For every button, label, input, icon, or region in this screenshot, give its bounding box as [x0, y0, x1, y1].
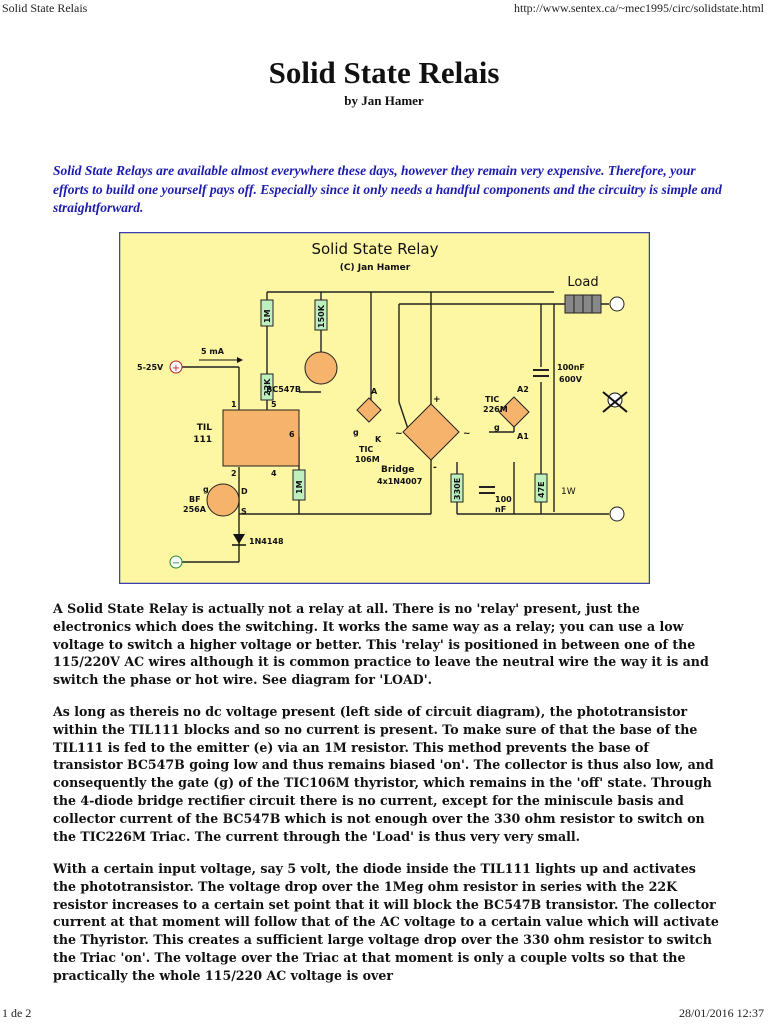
paragraph-2: As long as thereis no dc voltage present…: [53, 704, 714, 844]
tic226-g-label: g: [494, 423, 500, 432]
author-byline: by Jan Hamer: [344, 93, 424, 108]
r47-label: 47E: [537, 481, 546, 498]
header-url[interactable]: http://www.sentex.ca/~mec1995/circ/solid…: [514, 1, 764, 15]
r22k-label: 22K: [263, 378, 272, 396]
w1-label: 1W: [561, 487, 576, 497]
bf-num-label: 256A: [183, 505, 207, 514]
diode-label: 1N4148: [249, 537, 284, 546]
cap2-unit-label: nF: [495, 505, 506, 514]
tic226-num-label: 226M: [483, 405, 508, 414]
bridge-label: Bridge: [381, 465, 414, 475]
page-title: Solid State Relais: [268, 55, 500, 90]
tic226-name-label: TIC: [485, 395, 499, 404]
bridge-parts-label: 4x1N4007: [377, 477, 422, 486]
cap1-voltage-label: 600V: [559, 375, 583, 384]
diagram-subtitle: (C) Jan Hamer: [340, 263, 411, 273]
tic106-name-label: TIC: [359, 445, 373, 454]
tic106-k-label: K: [375, 435, 382, 444]
minus-terminal: −: [172, 558, 180, 569]
skull-crossbones-icon: [602, 391, 628, 413]
bridge-tilde-r: ~: [463, 429, 471, 439]
paragraph-1: A Solid State Relay is actually not a re…: [53, 601, 709, 688]
cap1-label: 100nF: [557, 363, 585, 372]
bf-d-label: D: [241, 487, 248, 496]
r1m-top-label: 1M: [263, 309, 272, 323]
bridge-tilde-l: ~: [395, 429, 403, 439]
til-label: TIL: [197, 423, 212, 433]
circuit-diagram: Solid State Relay (C) Jan Hamer: [119, 232, 650, 584]
til-pin2: 2: [231, 469, 237, 478]
tic106-a-label: A: [371, 387, 378, 396]
bf-s-label: S: [241, 507, 247, 516]
intro-paragraph: Solid State Relays are available almost …: [53, 163, 722, 215]
plus-terminal: +: [172, 363, 180, 374]
til-num-label: 111: [193, 435, 212, 445]
print-header: Solid State Relais http://www.sentex.ca/…: [0, 0, 768, 18]
r1m-bot-label: 1M: [295, 480, 304, 494]
tic106-g-label: g: [353, 428, 359, 437]
r150k-label: 150K: [317, 304, 326, 328]
til-pin6: 6: [289, 430, 295, 439]
bc547b-label: BC547B: [266, 385, 301, 394]
vin-label: 5-25V: [137, 363, 164, 372]
tic106-num-label: 106M: [355, 455, 380, 464]
diagram-title: Solid State Relay: [311, 240, 438, 258]
cap2-label: 100: [495, 495, 512, 504]
til-pin4: 4: [271, 469, 277, 478]
print-footer: 1 de 2 28/01/2016 12:37: [0, 1006, 768, 1024]
r330-label: 330E: [453, 478, 462, 500]
footer-page-count: 1 de 2: [2, 1006, 32, 1020]
til-pin5: 5: [271, 400, 277, 409]
tic226-a2-label: A2: [517, 385, 529, 394]
til-pin1: 1: [231, 400, 237, 409]
tic226-a1-label: A1: [517, 432, 529, 441]
bridge-minus: -: [433, 463, 437, 473]
paragraph-3: With a certain input voltage, say 5 volt…: [53, 861, 719, 983]
current-label: 5 mA: [201, 347, 225, 356]
bf-label: BF: [189, 495, 201, 504]
bridge-plus: +: [433, 395, 441, 405]
footer-timestamp: 28/01/2016 12:37: [678, 1006, 764, 1020]
load-label: Load: [567, 275, 598, 290]
bf-g-label: g: [203, 485, 209, 494]
header-page-title: Solid State Relais: [2, 1, 88, 15]
